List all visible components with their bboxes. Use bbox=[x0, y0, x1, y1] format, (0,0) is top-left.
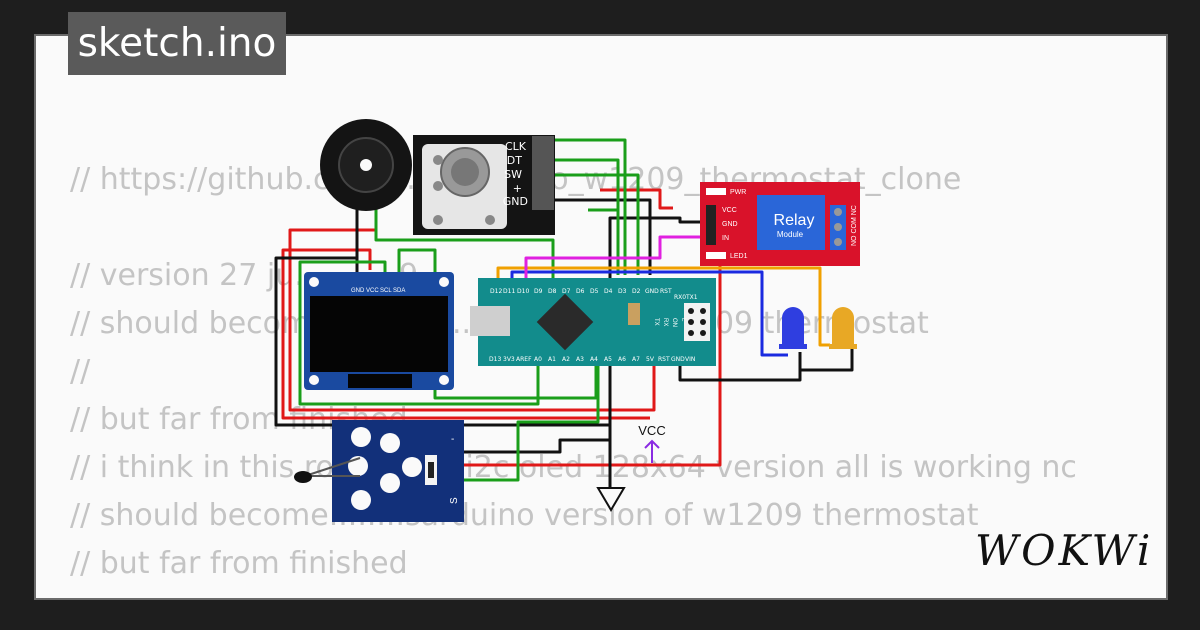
nano-side-label: ON bbox=[671, 318, 677, 327]
nano-pin-label: A1 bbox=[548, 356, 556, 363]
nano-pin-label: D9 bbox=[534, 288, 543, 295]
encoder-pin-label: + bbox=[513, 182, 522, 195]
encoder-pin-label: GND bbox=[503, 195, 528, 208]
relay-terminals: NO COM NC bbox=[851, 205, 858, 246]
nano-pin-label: D6 bbox=[576, 288, 585, 295]
encoder-pin-label: CLK bbox=[505, 140, 527, 153]
relay-pin-label: VCC bbox=[722, 207, 737, 214]
ground-symbol bbox=[596, 487, 626, 512]
nano-side-label: RX bbox=[662, 318, 668, 326]
filename-tab[interactable]: sketch.ino bbox=[68, 12, 286, 75]
nano-pin-label: A2 bbox=[562, 356, 570, 363]
ntc-pin-label: - bbox=[451, 434, 454, 445]
wire-magenta-relay bbox=[524, 235, 716, 285]
code-line: // bbox=[70, 354, 91, 389]
wire-black-led1 bbox=[678, 352, 802, 382]
oled-pin-label: GND bbox=[351, 288, 365, 294]
relay-pin-label: LED1 bbox=[730, 253, 748, 260]
vcc-label: VCC bbox=[638, 423, 665, 438]
nano-pin-label: 5V bbox=[646, 356, 655, 363]
nano-side-label: L bbox=[680, 318, 686, 322]
nano-pin-label: D8 bbox=[548, 288, 557, 295]
preview-card: // https://github.com/.........rduino_w1… bbox=[34, 34, 1168, 600]
nano-pin-label: TX1 bbox=[685, 294, 698, 301]
nano-pin-label: RX0 bbox=[674, 294, 686, 301]
wokwi-logo: WOKWi bbox=[975, 526, 1154, 575]
relay-title: Relay bbox=[774, 212, 815, 229]
relay-module[interactable]: Relay Module NO COM NC PWR VCC GND IN LE… bbox=[700, 182, 860, 266]
ntc-pin-label: S bbox=[449, 497, 460, 504]
nano-pin-label: D5 bbox=[590, 288, 599, 295]
nano-pin-label: A0 bbox=[534, 356, 542, 363]
oled-pin-label: SDA bbox=[393, 288, 405, 294]
nano-pin-label: VIN bbox=[685, 356, 695, 363]
nano-pin-label: D2 bbox=[632, 288, 641, 295]
nano-pin-label: RST bbox=[658, 356, 670, 363]
nano-pin-label: GND bbox=[671, 356, 685, 363]
buzzer[interactable] bbox=[320, 119, 412, 211]
nano-side-label: TX bbox=[653, 318, 659, 326]
nano-pin-label: A5 bbox=[604, 356, 612, 363]
vcc-symbol: VCC bbox=[638, 423, 666, 463]
wire-green-ntc bbox=[460, 360, 600, 482]
nano-pin-label: D13 bbox=[489, 356, 501, 363]
led-blue[interactable] bbox=[779, 307, 807, 349]
relay-subtitle: Module bbox=[777, 230, 804, 239]
nano-pin-label: A4 bbox=[590, 356, 598, 363]
encoder-pin-label: SW bbox=[504, 168, 522, 181]
oled-display[interactable]: GND VCC SCL SDA bbox=[304, 272, 454, 390]
code-line: // but far from finished bbox=[70, 546, 408, 581]
wire-red-relay bbox=[600, 188, 673, 210]
led-yellow[interactable] bbox=[829, 307, 857, 349]
wire-green-sw bbox=[555, 173, 640, 275]
nano-pin-label: D3 bbox=[618, 288, 627, 295]
wire-red-ntc bbox=[460, 265, 722, 467]
nano-pin-label: GND bbox=[645, 288, 659, 295]
nano-pin-label: A3 bbox=[576, 356, 584, 363]
wire-orange-led bbox=[496, 266, 830, 347]
wire-green-clk bbox=[555, 138, 627, 275]
relay-pin-label: GND bbox=[722, 221, 738, 228]
nano-pin-label: D12 bbox=[490, 288, 502, 295]
code-line: // ........................ bbox=[70, 588, 1077, 598]
wire-green-dt bbox=[555, 158, 620, 275]
rotary-encoder[interactable]: CLK DT SW + GND bbox=[413, 135, 555, 235]
nano-pin-label: D4 bbox=[604, 288, 613, 295]
oled-pin-label: SCL bbox=[380, 288, 392, 294]
code-line: // should become........sarduino version… bbox=[70, 498, 979, 533]
arduino-nano[interactable]: D12 D11 D10 D9 D8 D7 D6 D5 D4 D3 D2 GND … bbox=[470, 278, 716, 366]
nano-pin-label: D7 bbox=[562, 288, 571, 295]
nano-pin-label: 3V3 bbox=[503, 356, 515, 363]
relay-pin-label: IN bbox=[722, 235, 729, 242]
nano-pin-label: A7 bbox=[632, 356, 640, 363]
wire-black-ntc bbox=[460, 438, 610, 454]
ntc-sensor[interactable]: - S bbox=[294, 420, 464, 522]
nano-pin-label: D10 bbox=[517, 288, 529, 295]
oled-pin-label: VCC bbox=[366, 288, 379, 294]
encoder-pin-label: DT bbox=[507, 154, 522, 167]
nano-pin-label: AREF bbox=[516, 356, 532, 363]
nano-pin-label: A6 bbox=[618, 356, 626, 363]
nano-pin-label: D11 bbox=[503, 288, 515, 295]
wire-red-oled bbox=[281, 248, 650, 420]
wire-blue-led bbox=[510, 270, 788, 357]
nano-pin-label: RST bbox=[660, 288, 672, 295]
wire-black-encoder bbox=[555, 198, 652, 275]
relay-pin-label: PWR bbox=[730, 189, 746, 196]
